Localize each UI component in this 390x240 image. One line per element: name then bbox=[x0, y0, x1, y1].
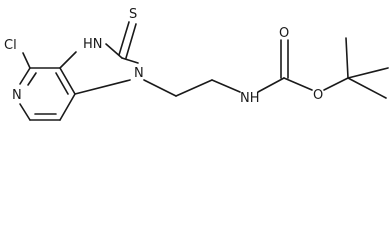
atom-ring-nitrogen-alkyl: N bbox=[134, 66, 144, 81]
chemical-structure: Cl N HN S N NH O O bbox=[4, 7, 389, 121]
bond-c4-cl bbox=[22, 52, 31, 69]
bond-n1-ch2a bbox=[143, 79, 177, 97]
bond-c3a-nh bbox=[59, 51, 77, 69]
atom-chlorine: Cl bbox=[4, 38, 17, 53]
bond-ch2b-nh bbox=[211, 79, 241, 93]
bond-c2-s-double bbox=[125, 23, 137, 59]
bond-cquat-methyl-right bbox=[347, 67, 389, 79]
bond-c4-n-double bbox=[27, 72, 37, 86]
bond-nh-carbonyl bbox=[257, 77, 285, 93]
bond-ester-o-cquat bbox=[323, 77, 349, 91]
bond-n-c6 bbox=[19, 103, 31, 121]
bond-layer bbox=[19, 21, 389, 121]
atom-pyridine-nitrogen: N bbox=[12, 88, 22, 103]
bond-c2-s bbox=[118, 21, 130, 56]
atom-carbonyl-oxygen: O bbox=[279, 26, 289, 41]
bond-c4-n bbox=[19, 67, 31, 85]
atom-thione-sulfur: S bbox=[129, 7, 137, 22]
bond-cquat-methyl-bottom bbox=[347, 77, 387, 99]
bond-cquat-methyl-top bbox=[345, 37, 349, 79]
bond-c7a-c3a bbox=[59, 67, 76, 95]
bond-carbonyl-ester-o bbox=[283, 77, 313, 91]
bond-n1-c7a bbox=[74, 79, 131, 95]
atom-carbamate-nh: NH bbox=[240, 91, 260, 106]
bond-c2-n1 bbox=[121, 57, 139, 64]
atom-label-layer: Cl N HN S N NH O O bbox=[4, 7, 323, 106]
bond-c7a-c3a-double bbox=[55, 72, 69, 95]
bond-c7-c7a bbox=[59, 93, 76, 121]
bond-ch2a-ch2b bbox=[175, 79, 213, 97]
atom-ester-oxygen: O bbox=[313, 88, 323, 103]
atom-imidazole-nh: HN bbox=[83, 37, 103, 52]
